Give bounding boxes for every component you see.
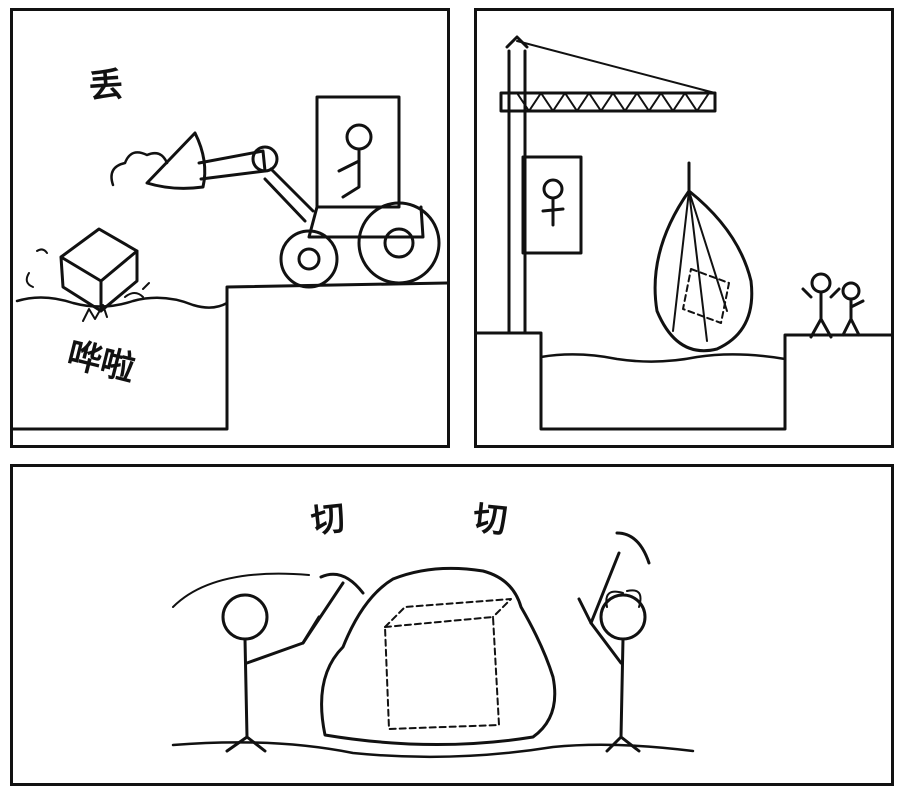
comic-panel-2 <box>474 8 894 448</box>
sound-effect-qie-right: 切 <box>471 498 509 542</box>
comic-panel-3: 切 切 <box>10 464 894 786</box>
bulldozer-scene <box>13 95 447 431</box>
sound-effect-diu: 丢 <box>87 64 125 108</box>
chipping-scene <box>171 531 695 759</box>
comic-panel-1: 丢 哗啦 <box>10 8 450 448</box>
crane-scene <box>477 35 891 431</box>
sound-effect-qie-left: 切 <box>309 498 347 542</box>
